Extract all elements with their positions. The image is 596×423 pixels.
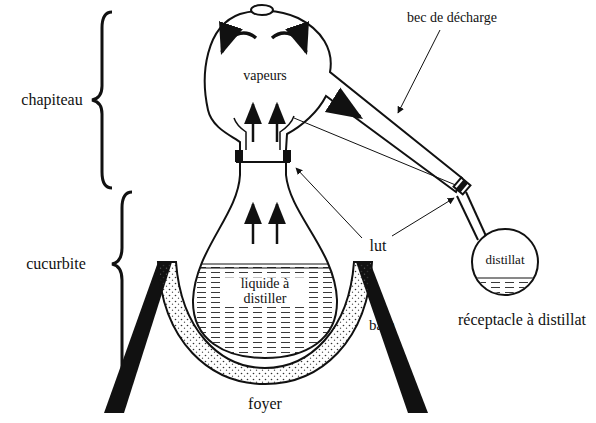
leader-lines [296,30,454,238]
lute [235,150,243,162]
bath-label: bain [367,318,397,334]
bath [158,262,372,384]
receiver-tube [466,192,486,236]
lute [283,150,291,162]
still-head [205,11,462,192]
distillate-liquid [470,278,540,298]
receiver-label: réceptacle à distillat [455,312,589,329]
knob [251,5,273,15]
lute [454,178,471,195]
distillate-label: distillat [484,253,527,267]
rim [236,161,290,163]
receiver-tube [457,196,478,240]
brace [92,12,112,188]
part-label: chapiteau [19,92,84,109]
inner-collar [234,116,294,150]
liquid-label: liquide à distiller [224,277,306,306]
spout-channel [294,118,458,186]
vapour-label: vapeurs [241,69,289,84]
part-label: cucurbite [24,256,88,273]
furnace-label: foyer [246,396,284,413]
liquid [185,264,345,364]
vapour-arrows [222,33,360,244]
lute-label: lut [368,238,389,255]
spout-label: bec de décharge [405,11,499,26]
